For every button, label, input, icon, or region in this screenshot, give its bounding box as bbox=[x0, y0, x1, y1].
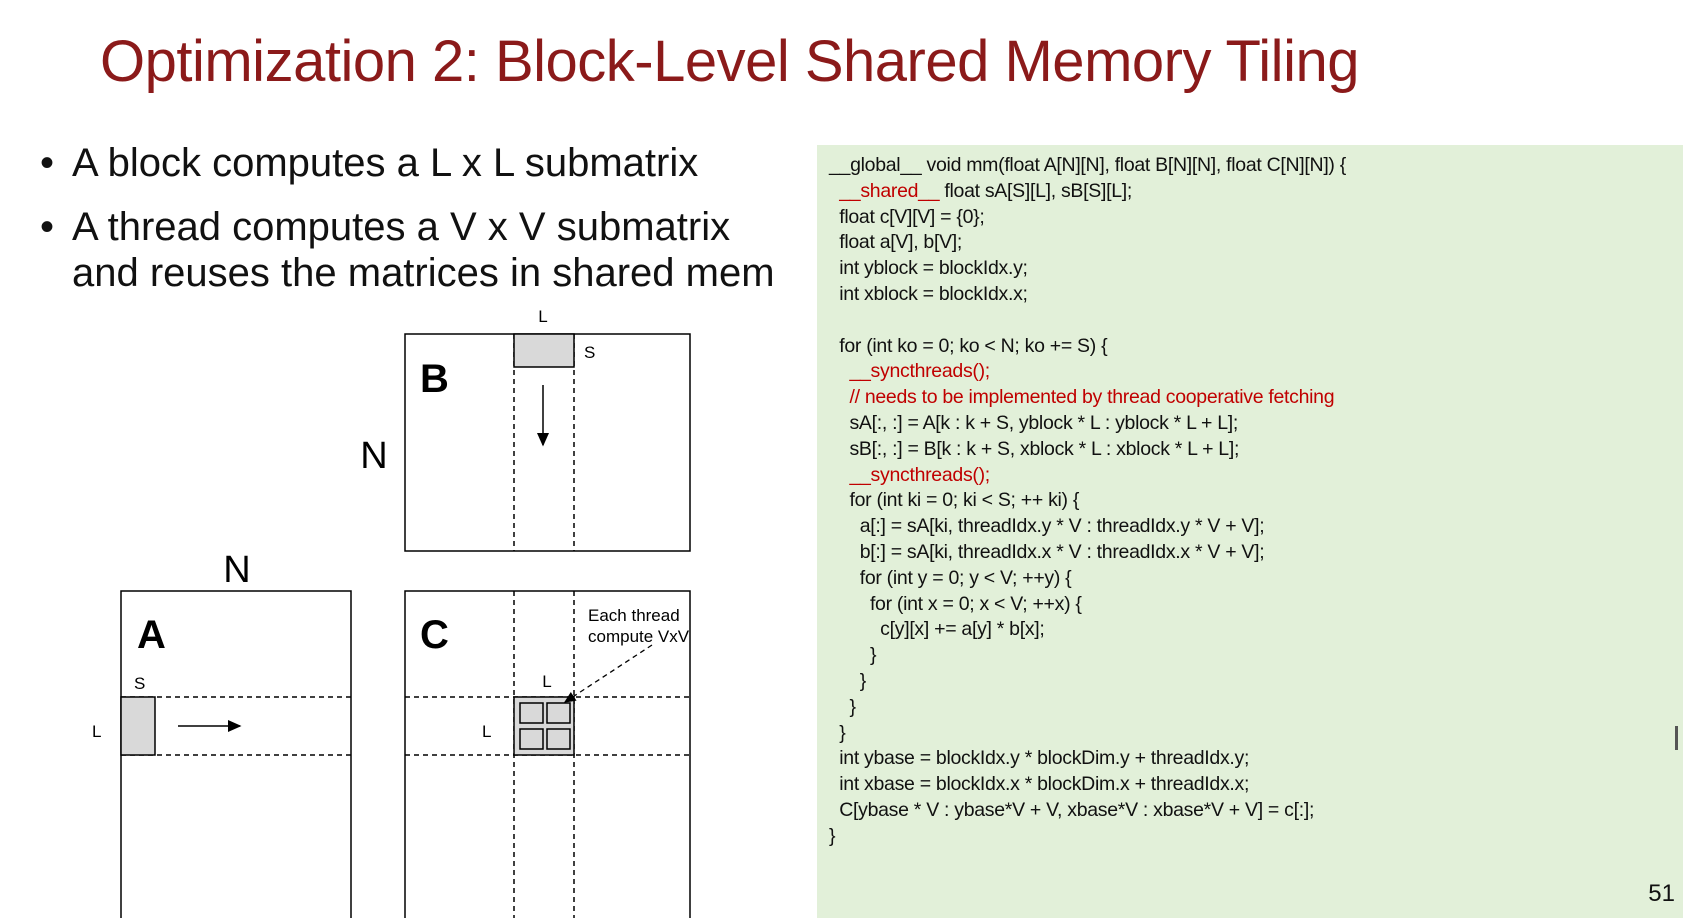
code-line: // needs to be implemented by thread coo… bbox=[829, 386, 1335, 409]
code-line: float a[V], b[V]; bbox=[829, 231, 963, 254]
code-line: int ybase = blockIdx.y * blockDim.y + th… bbox=[829, 747, 1250, 770]
code-line: a[:] = sA[ki, threadIdx.y * V : threadId… bbox=[829, 515, 1265, 538]
code-line: int xblock = blockIdx.x; bbox=[829, 282, 1028, 305]
code-line: } bbox=[829, 669, 867, 692]
code-line: sA[:, :] = A[k : k + S, yblock * L : ybl… bbox=[829, 411, 1239, 434]
matrix-a-tile bbox=[120, 696, 156, 756]
matrix-a-tile-height-label: L bbox=[92, 722, 101, 741]
matrix-c-label: C bbox=[420, 613, 449, 657]
bullet-list: A block computes a L x L submatrix A thr… bbox=[38, 140, 798, 314]
code-line: } bbox=[829, 721, 846, 744]
annotation-pointer bbox=[563, 644, 653, 703]
code-line: __shared__ float sA[S][L], sB[S][L]; bbox=[839, 179, 1132, 202]
matrix-b-tile-height-label: S bbox=[584, 343, 595, 362]
code-line: int yblock = blockIdx.y; bbox=[829, 257, 1028, 280]
code-line: } bbox=[829, 695, 856, 718]
code-line: c[y][x] += a[y] * b[x]; bbox=[829, 618, 1045, 641]
code-line: __syncthreads(); bbox=[829, 463, 990, 486]
code-block: __global__ void mm(float A[N][N], float … bbox=[829, 153, 1346, 850]
matrix-a-tile-width-label: S bbox=[134, 674, 145, 693]
code-line: __syncthreads(); bbox=[829, 360, 990, 383]
annotation-line-2: compute VxV bbox=[588, 627, 690, 646]
matrix-b-tile-width-label: L bbox=[538, 307, 547, 326]
code-line: for (int x = 0; x < V; ++x) { bbox=[829, 592, 1082, 615]
thread-subtile bbox=[519, 728, 544, 750]
matrix-c-tile-height-label: L bbox=[482, 722, 491, 741]
code-line: C[ybase * V : ybase*V + V, xbase*V : xba… bbox=[829, 798, 1315, 821]
page-number: 51 bbox=[1648, 880, 1675, 907]
bullet-item: A thread computes a V x V submatrix and … bbox=[38, 204, 798, 296]
scrollbar-thumb[interactable] bbox=[1675, 726, 1678, 750]
matrix-c-tile-width-label: L bbox=[542, 672, 551, 691]
matrix-a: A S L N bbox=[92, 549, 352, 918]
code-panel bbox=[817, 145, 1683, 918]
code-line: } bbox=[829, 644, 877, 667]
matrix-a-label: A bbox=[137, 613, 166, 657]
code-line: int xbase = blockIdx.x * blockDim.x + th… bbox=[829, 773, 1250, 796]
code-line: float c[V][V] = {0}; bbox=[829, 205, 985, 228]
matrix-a-dim-label: N bbox=[223, 549, 250, 591]
matrix-c: C L L Each thread compute VxV bbox=[404, 590, 691, 918]
code-line: for (int ko = 0; ko < N; ko += S) { bbox=[829, 334, 1108, 357]
matrix-b-tile bbox=[513, 333, 575, 368]
tiling-diagram: B L S N A S L N C L L Each thread comput… bbox=[92, 307, 691, 918]
code-line: sB[:, :] = B[k : k + S, xblock * L : xbl… bbox=[829, 437, 1240, 460]
code-line: for (int ki = 0; ki < S; ++ ki) { bbox=[829, 489, 1080, 512]
code-line: b[:] = sA[ki, threadIdx.x * V : threadId… bbox=[829, 540, 1265, 563]
thread-subtile bbox=[519, 702, 544, 724]
code-line: __global__ void mm(float A[N][N], float … bbox=[829, 154, 1346, 176]
matrix-b: B L S N bbox=[360, 307, 691, 552]
code-line: for (int y = 0; y < V; ++y) { bbox=[829, 566, 1072, 589]
bullet-item: A block computes a L x L submatrix bbox=[38, 140, 798, 186]
slide-title: Optimization 2: Block-Level Shared Memor… bbox=[100, 29, 1359, 94]
thread-subtile bbox=[546, 702, 571, 724]
matrix-b-label: B bbox=[420, 357, 449, 401]
thread-subtile bbox=[546, 728, 571, 750]
matrix-b-dim-label: N bbox=[360, 435, 387, 477]
code-line: } bbox=[829, 824, 836, 847]
annotation-line-1: Each thread bbox=[588, 606, 680, 625]
